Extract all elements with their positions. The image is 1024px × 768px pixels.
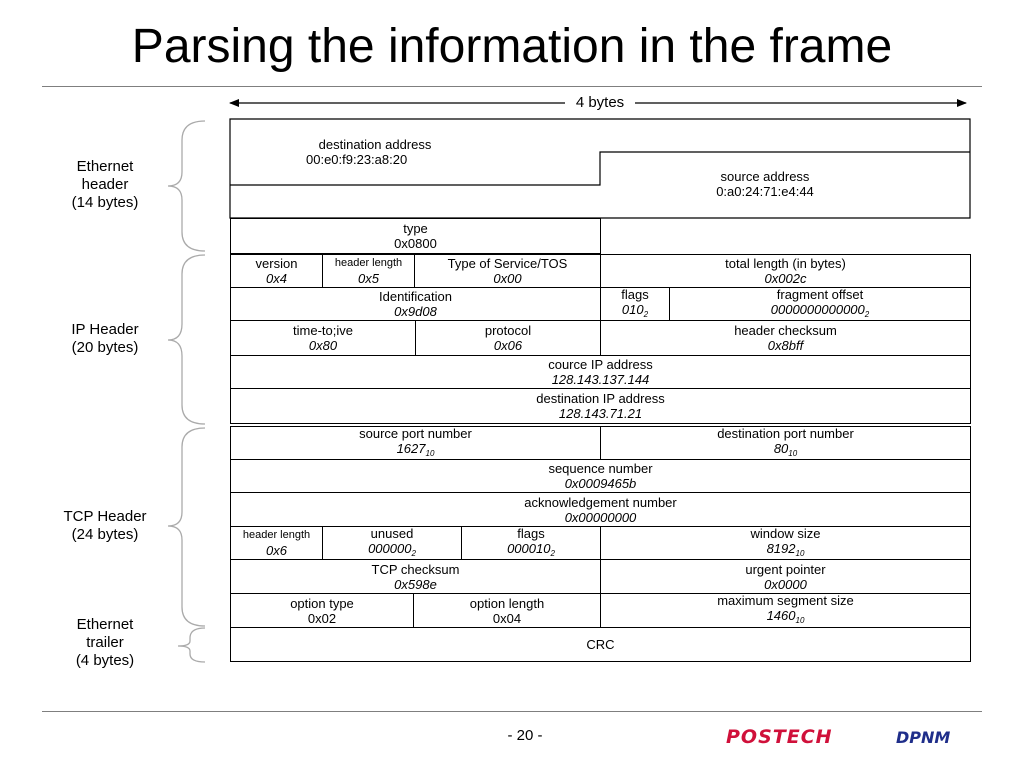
postech-logo: POSTECH xyxy=(726,726,833,748)
brace-ip-header xyxy=(167,254,206,425)
section-ethernet-trailer: Ethernet trailer (4 bytes) xyxy=(75,616,135,669)
ip-source-address-field: cource IP address 128.143.137.144 xyxy=(230,355,971,389)
tcp-checksum-field: TCP checksum 0x598e xyxy=(230,559,601,594)
ip-protocol-field: protocol 0x06 xyxy=(415,320,601,356)
ethernet-crc-field: CRC xyxy=(230,627,971,662)
ip-total-length-field: total length (in bytes) 0x002c xyxy=(600,254,971,288)
tcp-option-length-field: option length 0x04 xyxy=(413,593,601,628)
tcp-mss-field: maximum segment size 146010 xyxy=(600,593,971,628)
tcp-ack-number-field: acknowledgement number 0x00000000 xyxy=(230,492,971,527)
tcp-destination-port-field: destination port number 8010 xyxy=(600,426,971,460)
section-braces xyxy=(167,120,206,663)
tcp-header-length-field: header length 0x6 xyxy=(230,526,323,560)
ethernet-type-field: type 0x0800 xyxy=(230,218,601,254)
ip-header-length-field: header length 0x5 xyxy=(322,254,415,288)
ethernet-destination-address: destination address 00:e0:f9:23:a8:20 xyxy=(306,137,432,167)
tcp-unused-field: unused 0000002 xyxy=(322,526,462,560)
ip-ttl-field: time-to;ive 0x80 xyxy=(230,320,416,356)
footer-divider xyxy=(42,711,982,712)
title-divider xyxy=(42,86,982,87)
ip-tos-field: Type of Service/TOS 0x00 xyxy=(414,254,601,288)
page-number: - 20 - xyxy=(507,727,543,744)
tcp-flags-field: flags 0000102 xyxy=(461,526,601,560)
ip-version-field: version 0x4 xyxy=(230,254,323,288)
tcp-option-type-field: option type 0x02 xyxy=(230,593,414,628)
ip-identification-field: Identification 0x9d08 xyxy=(230,287,601,321)
ip-header-checksum-field: header checksum 0x8bff xyxy=(600,320,971,356)
section-ip-header: IP Header (20 bytes) xyxy=(71,321,139,356)
slide-title: Parsing the information in the frame xyxy=(131,20,893,73)
tcp-window-size-field: window size 819210 xyxy=(600,526,971,560)
dpnm-logo: DPNM xyxy=(896,728,951,747)
brace-ethernet-header xyxy=(167,120,206,252)
ip-flags-field: flags 0102 xyxy=(600,287,670,321)
brace-ethernet-trailer xyxy=(177,627,206,663)
tcp-source-port-field: source port number 162710 xyxy=(230,426,601,460)
section-ethernet-header: Ethernet header (14 bytes) xyxy=(71,158,139,211)
ethernet-address-divider xyxy=(230,151,970,186)
ip-fragment-offset-field: fragment offset 00000000000002 xyxy=(669,287,971,321)
tcp-urgent-pointer-field: urgent pointer 0x0000 xyxy=(600,559,971,594)
width-label: 4 bytes xyxy=(565,94,635,112)
brace-tcp-header xyxy=(167,427,206,627)
ip-destination-address-field: destination IP address 128.143.71.21 xyxy=(230,388,971,424)
ethernet-source-address: source address 0:a0:24:71:e4:44 xyxy=(716,169,814,199)
section-tcp-header: TCP Header (24 bytes) xyxy=(63,508,147,543)
tcp-sequence-number-field: sequence number 0x0009465b xyxy=(230,459,971,493)
